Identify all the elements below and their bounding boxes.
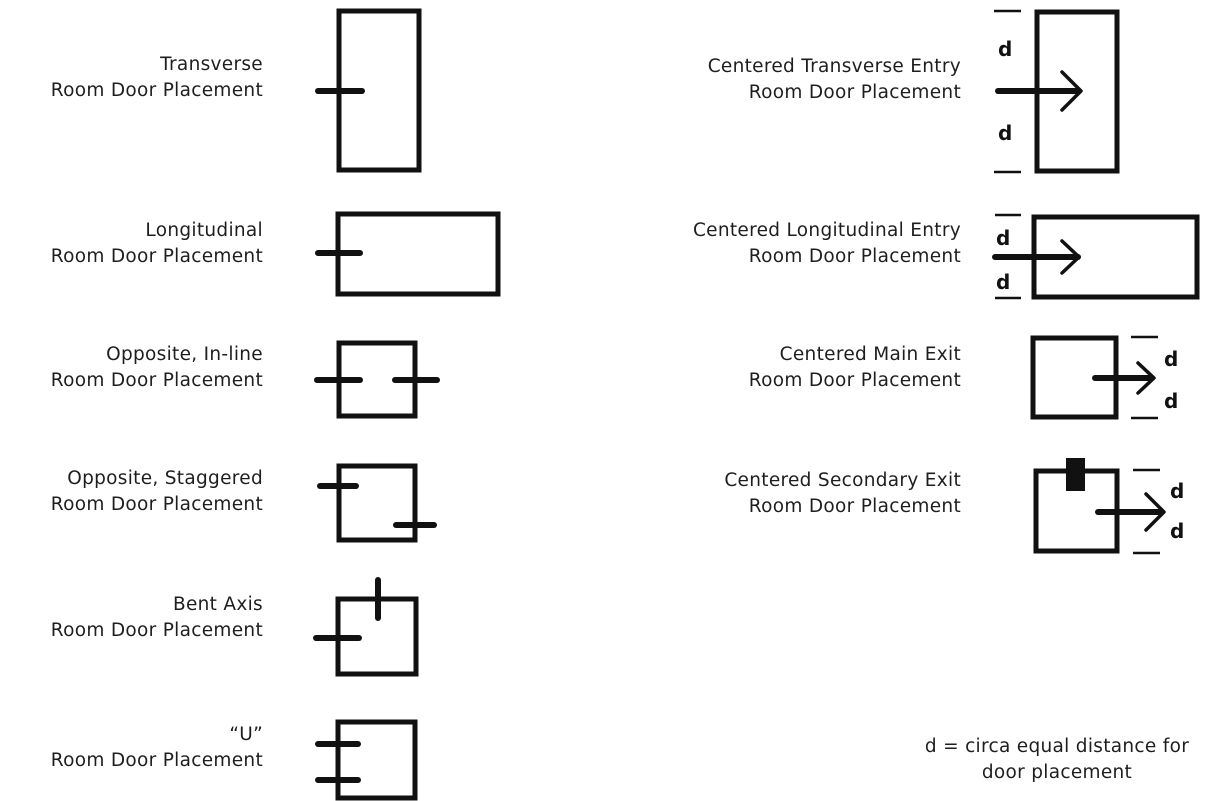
label-line: Room Door Placement <box>748 496 961 517</box>
arrow-head-icon <box>1136 361 1156 395</box>
diagram-centered-secondary-exit: d d <box>1033 458 1184 555</box>
label-centered-main-exit: Centered Main Exit Room Door Placement <box>749 342 961 394</box>
diagram-opposite-staggered <box>317 463 437 543</box>
label-opposite-staggered: Opposite, Staggered Room Door Placement <box>51 466 263 518</box>
dimension-label: d <box>998 37 1012 61</box>
label-centered-secondary-exit: Centered Secondary Exit Room Door Placem… <box>724 468 961 520</box>
arrow-head-icon <box>1144 492 1166 532</box>
diagram-centered-main-exit: d d <box>1030 335 1178 420</box>
label-centered-longitudinal-entry: Centered Longitudinal Entry Room Door Pl… <box>693 218 961 270</box>
room-outline <box>336 463 418 543</box>
diagram-centered-transverse-entry: d d <box>994 9 1120 174</box>
label-line: Transverse <box>160 54 263 75</box>
arrow-head-icon <box>1060 70 1083 112</box>
arrow-head-icon <box>1060 239 1081 275</box>
diagram-opposite-inline <box>314 340 440 419</box>
diagram-u <box>315 719 418 801</box>
dimension-label: d <box>996 270 1010 294</box>
label-bent-axis: Bent Axis Room Door Placement <box>51 592 263 644</box>
label-line: Room Door Placement <box>748 82 961 103</box>
label-line: Room Door Placement <box>748 370 961 391</box>
label-line: Bent Axis <box>172 594 263 615</box>
label-line: Room Door Placement <box>50 370 263 391</box>
label-line: Opposite, In-line <box>106 344 263 365</box>
label-line: “U” <box>229 724 263 745</box>
label-line: Room Door Placement <box>748 246 961 267</box>
label-line: Room Door Placement <box>50 494 263 515</box>
legend-line: door placement <box>981 762 1133 783</box>
label-line: Centered Main Exit <box>779 344 961 365</box>
label-centered-transverse-entry: Centered Transverse Entry Room Door Plac… <box>708 54 961 106</box>
diagram-transverse <box>315 8 422 173</box>
label-line: Room Door Placement <box>50 750 263 771</box>
label-line: Room Door Placement <box>50 246 263 267</box>
label-line: Centered Secondary Exit <box>724 470 961 491</box>
diagram-longitudinal <box>315 211 501 297</box>
label-line: Opposite, Staggered <box>67 468 263 489</box>
dimension-label: d <box>998 121 1012 145</box>
label-u: “U” Room Door Placement <box>51 722 263 774</box>
label-opposite-inline: Opposite, In-line Room Door Placement <box>51 342 263 394</box>
diagram-centered-longitudinal-entry: d d <box>992 213 1200 300</box>
label-line: Room Door Placement <box>50 80 263 101</box>
door-block <box>1066 458 1085 491</box>
label-line: Longitudinal <box>145 220 263 241</box>
diagram-bent-axis <box>313 577 419 677</box>
dimension-label: d <box>1164 347 1178 371</box>
label-line: Centered Longitudinal Entry <box>692 220 961 241</box>
label-line: Centered Transverse Entry <box>707 56 961 77</box>
label-transverse: Transverse Room Door Placement <box>51 52 263 104</box>
label-longitudinal: Longitudinal Room Door Placement <box>51 218 263 270</box>
legend-line: d = circa equal distance for <box>924 736 1190 757</box>
legend: d = circa equal distance for door placem… <box>898 734 1216 786</box>
label-line: Room Door Placement <box>50 620 263 641</box>
dimension-label: d <box>1170 519 1184 543</box>
dimension-label: d <box>1170 479 1184 503</box>
room-outline <box>335 719 418 801</box>
dimension-label: d <box>1164 389 1178 413</box>
dimension-label: d <box>996 226 1010 250</box>
